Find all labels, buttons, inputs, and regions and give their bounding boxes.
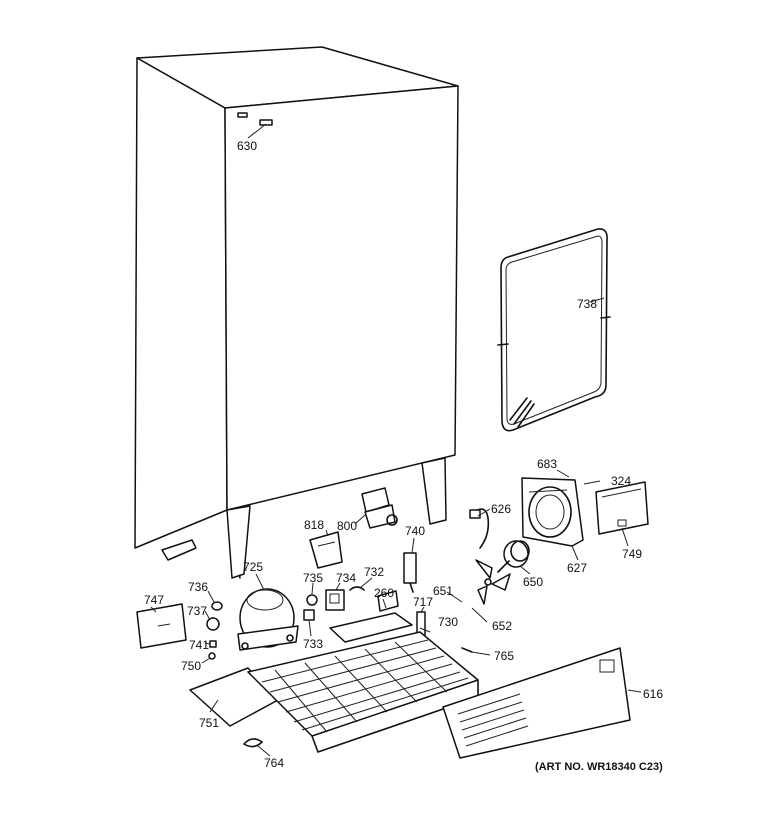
terminal-733 [303,609,315,621]
grille-616 [442,647,631,759]
callout-740: 740 [405,524,425,538]
callout-627: 627 [567,561,587,575]
callout-652: 652 [492,619,512,633]
art-number-label: (ART NO. WR18340 C23) [535,761,663,773]
sleeve-741 [209,640,217,648]
callout-751: 751 [199,716,219,730]
callout-818: 818 [304,518,324,532]
gasket-frame-738 [497,228,611,432]
screw-765 [461,647,473,653]
callout-626: 626 [491,502,511,516]
condenser-coil [247,631,479,753]
cover-749 [595,481,649,535]
callout-683: 683 [537,457,557,471]
callout-747: 747 [144,593,164,607]
spacer-737 [206,617,220,631]
callout-616: 616 [643,687,663,701]
callout-738: 738 [577,297,597,311]
callout-730: 730 [438,615,458,629]
callout-764: 764 [264,756,284,770]
callout-260: 260 [374,586,394,600]
thermostat-626 [469,508,490,549]
callout-651: 651 [433,584,453,598]
drain-pan-260 [329,590,413,643]
grommet-736 [211,601,223,611]
bracket-818 [309,531,343,569]
fan-blade-651 [475,559,511,605]
leader-lines [150,123,642,757]
compressor-725 [237,588,299,651]
callout-725: 725 [243,560,263,574]
callout-labels: 630 738 683 324 626 818 800 740 627 749 … [144,139,663,773]
callout-650: 650 [523,575,543,589]
fan-shroud-627 [521,477,584,547]
callout-741: 741 [189,638,209,652]
overload-735 [306,594,318,606]
clip-732 [349,586,365,591]
callout-733: 733 [303,637,323,651]
callout-750: 750 [181,659,201,673]
callout-324: 324 [611,474,631,488]
callout-734: 734 [336,571,356,585]
capacitor-740 [403,552,417,593]
screw-750 [208,652,216,660]
cover-747 [136,603,187,649]
clip-764 [243,738,263,748]
callout-736: 736 [188,580,208,594]
callout-717: 717 [413,595,433,609]
fan-motor-650 [497,540,530,573]
callout-737: 737 [187,604,207,618]
relay-734 [325,589,345,611]
callout-765: 765 [494,649,514,663]
callout-732: 732 [364,565,384,579]
callout-630: 630 [237,139,257,153]
valve-800 [361,487,398,529]
cabinet [134,46,459,579]
callout-735: 735 [303,571,323,585]
callout-800: 800 [337,519,357,533]
callout-749: 749 [622,547,642,561]
